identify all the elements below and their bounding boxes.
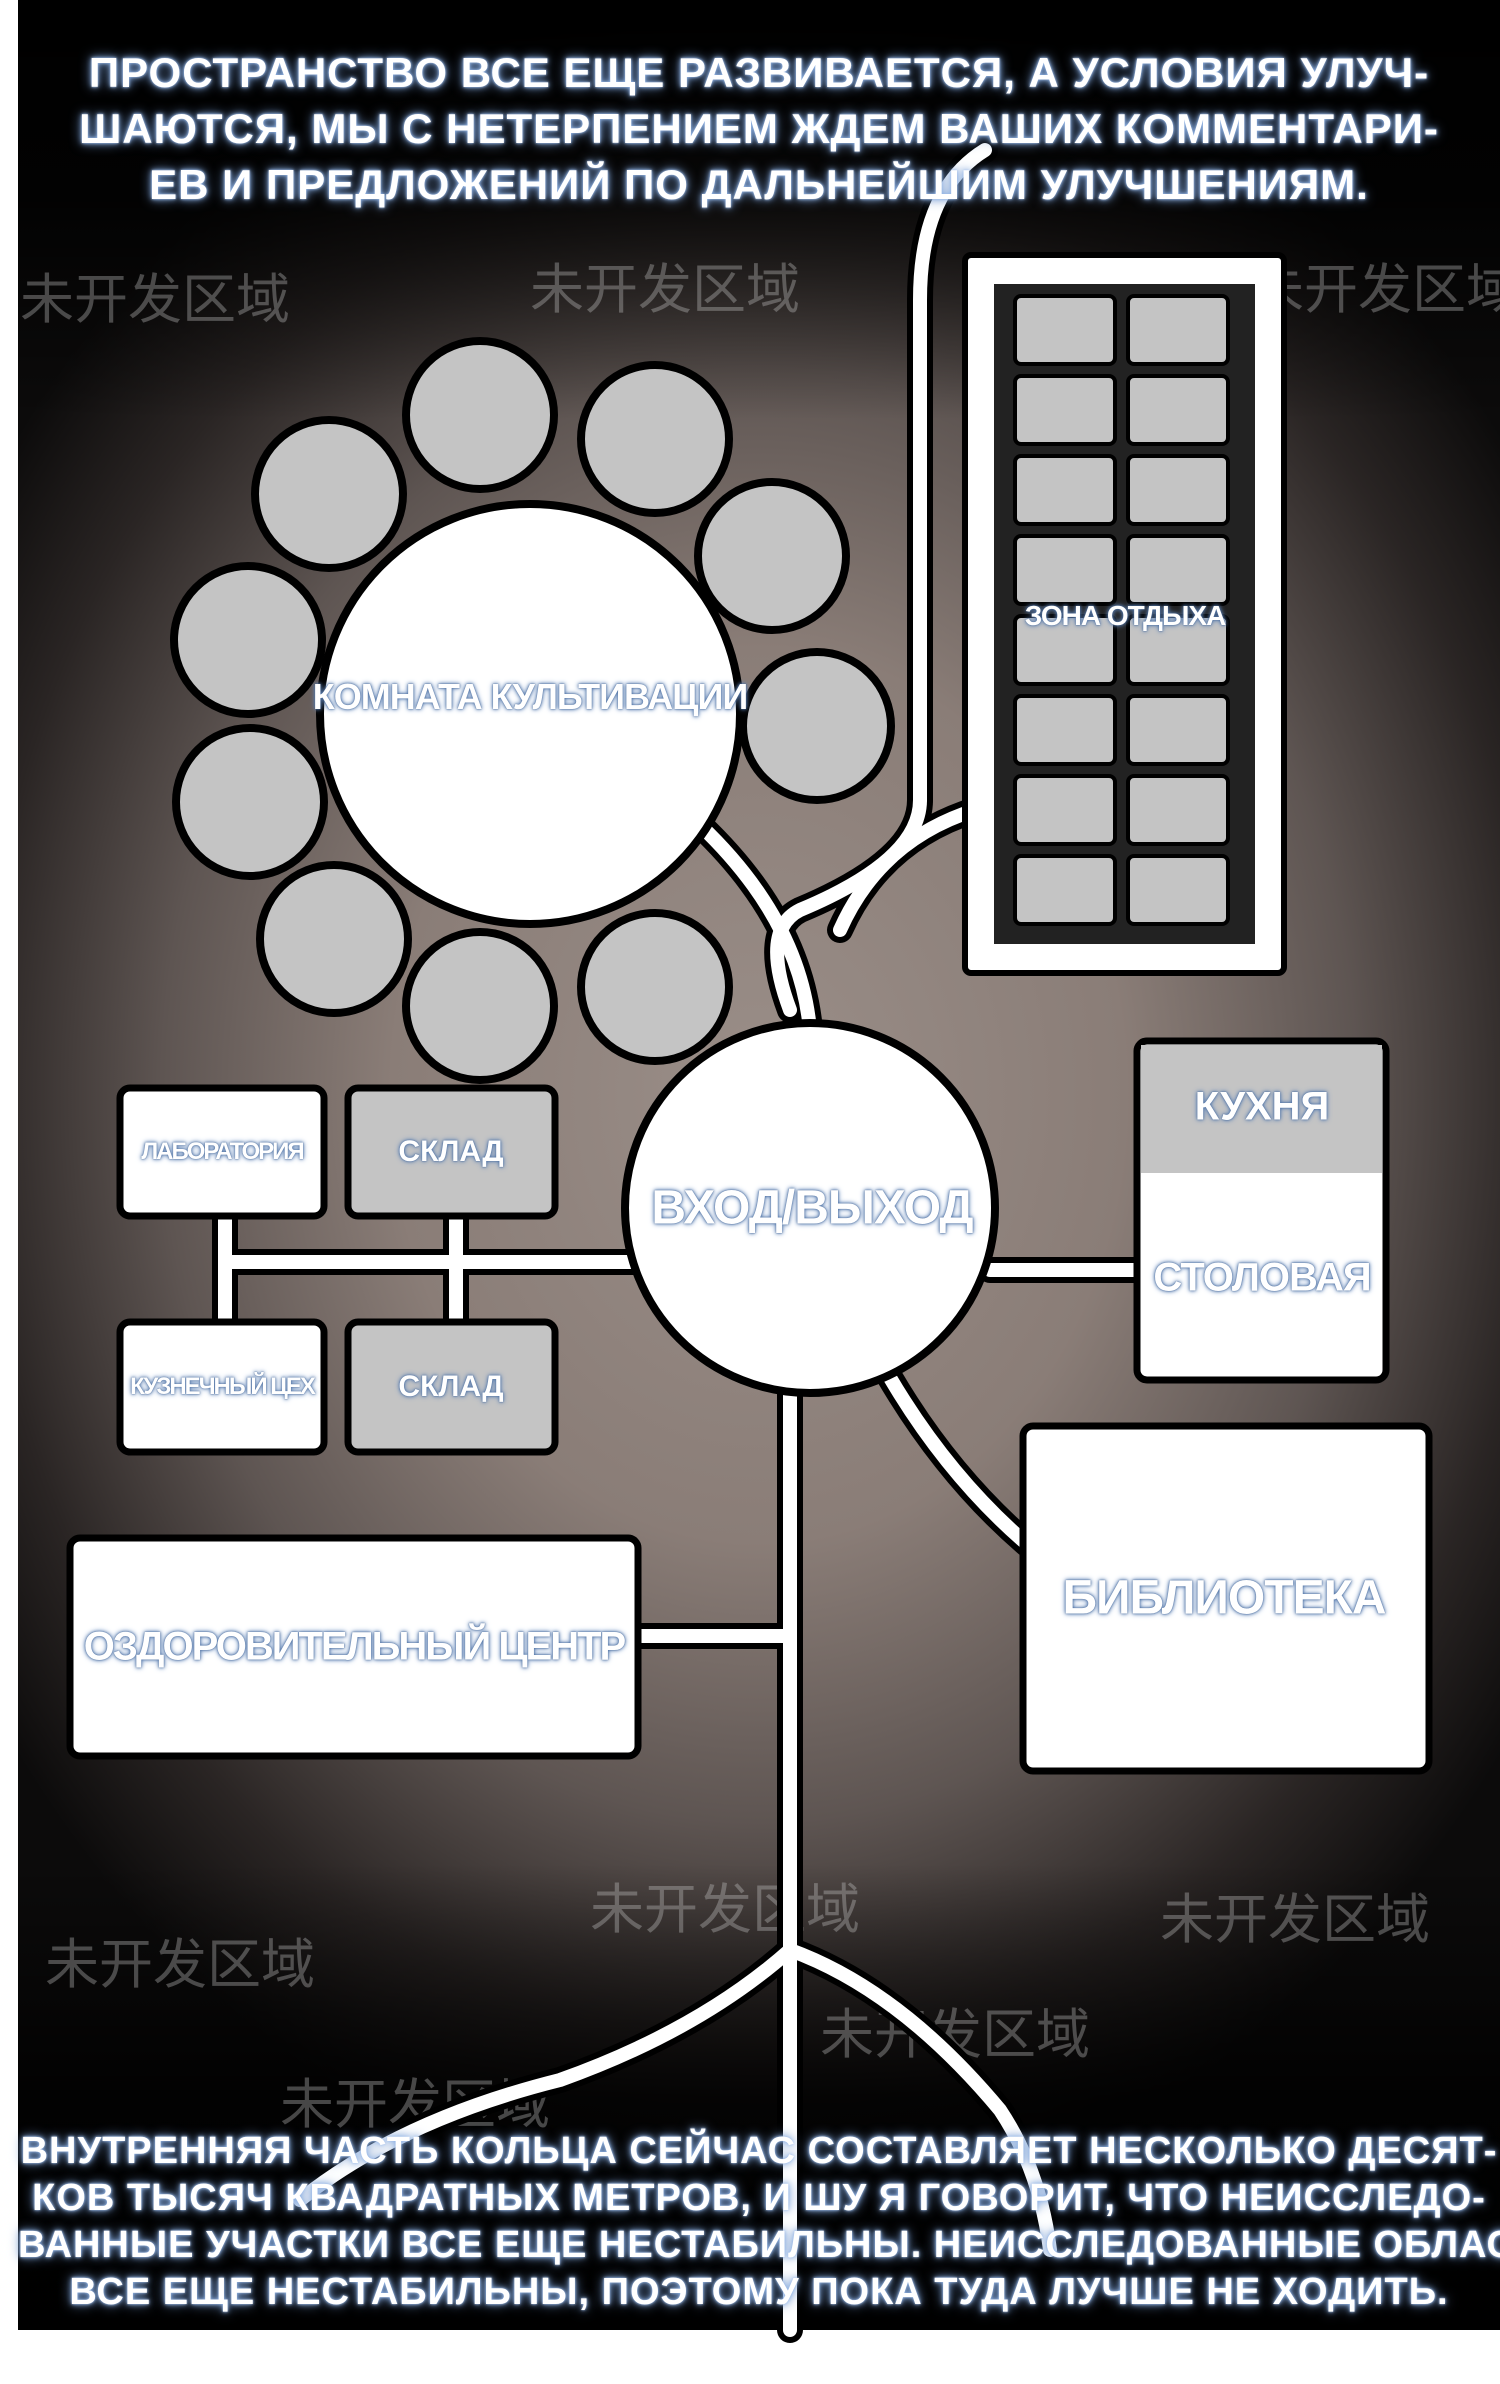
health-center-room bbox=[66, 1534, 642, 1760]
rest-zone-bed bbox=[1126, 454, 1230, 526]
forge-room bbox=[116, 1318, 328, 1456]
cultivation-cell bbox=[170, 562, 326, 718]
label-kitchen: КУХНЯ bbox=[1194, 1084, 1330, 1129]
rest-zone-bed bbox=[1013, 454, 1117, 526]
cultivation-cell bbox=[256, 861, 412, 1017]
road bbox=[293, 1943, 797, 2207]
road bbox=[693, 818, 817, 1037]
rest-zone-bed bbox=[1013, 694, 1117, 766]
watermark: 未开发区域 bbox=[45, 1933, 315, 1996]
watermark: 未开发区域 bbox=[590, 1878, 860, 1941]
kitchen-room bbox=[1141, 1045, 1382, 1173]
cultivation-cell bbox=[402, 337, 558, 493]
roads bbox=[212, 137, 1153, 2343]
rooms bbox=[66, 252, 1433, 1775]
label-health-center: ОЗДОРОВИТЕЛЬНЫЙ ЦЕНТР bbox=[83, 1624, 626, 1669]
caption-line: ПРОСТРАНСТВО ВСЕ ЕЩЕ РАЗВИВАЕТСЯ, А УСЛО… bbox=[88, 49, 1430, 96]
rest-zone-bed bbox=[1126, 534, 1230, 606]
cultivation-cell bbox=[172, 724, 328, 880]
rest-zone-bed bbox=[1126, 614, 1230, 686]
rest-zone-bed bbox=[1013, 774, 1117, 846]
rest-zone-bed bbox=[1013, 854, 1117, 926]
label-entrance: ВХОД/ВЫХОД bbox=[651, 1181, 973, 1235]
road bbox=[833, 803, 982, 937]
warehouse-room bbox=[344, 1084, 559, 1220]
road bbox=[770, 793, 927, 1017]
label-cultivation-room: КОМНАТА КУЛЬТИВАЦИИ bbox=[312, 676, 748, 717]
caption-line: ШАЮТСЯ, МЫ С НЕТЕРПЕНИЕМ ЖДЕМ ВАШИХ КОММ… bbox=[79, 105, 1439, 152]
caption-line: ЕВ И ПРЕДЛОЖЕНИЙ ПО ДАЛЬНЕЙШИМ УЛУЧШЕНИЯ… bbox=[149, 161, 1369, 208]
rest-zone-bed bbox=[1013, 374, 1117, 446]
caption-line: КОВ ТЫСЯЧ КВАДРАТНЫХ МЕТРОВ, И ШУ Я ГОВО… bbox=[32, 2177, 1486, 2219]
library-room bbox=[1019, 1422, 1433, 1775]
label-library: БИБЛИОТЕКА bbox=[1062, 1571, 1386, 1625]
label-warehouse-1: СКЛАД bbox=[398, 1135, 504, 1168]
label-forge: КУЗНЕЧНЫЙ ЦЕХ bbox=[130, 1373, 316, 1400]
rest-zone-bed bbox=[1013, 614, 1117, 686]
cultivation-cell bbox=[577, 361, 733, 517]
rest-zone-bed bbox=[1126, 294, 1230, 366]
cultivation-cell bbox=[402, 928, 558, 1084]
road bbox=[913, 143, 992, 807]
rest-zone-bed bbox=[1013, 294, 1117, 366]
watermark: 未开发区域 bbox=[1250, 258, 1500, 321]
label-dining: СТОЛОВАЯ bbox=[1153, 1255, 1371, 1300]
top-caption: ПРОСТРАНСТВО ВСЕ ЕЩЕ РАЗВИВАЕТСЯ, А УСЛО… bbox=[18, 52, 1500, 220]
label-warehouse-2: СКЛАД bbox=[398, 1370, 504, 1403]
entrance-circle bbox=[621, 1019, 999, 1397]
cultivation-cell bbox=[694, 478, 850, 634]
caption-line: ВСЕ ЕЩЕ НЕСТАБИЛЬНЫ, ПОЭТОМУ ПОКА ТУДА Л… bbox=[69, 2271, 1449, 2313]
warehouse-room bbox=[344, 1318, 559, 1456]
cultivation-cell bbox=[251, 416, 407, 572]
watermark: 未开发区域 bbox=[1160, 1888, 1430, 1951]
cultivation-cell bbox=[739, 648, 895, 804]
road bbox=[882, 1369, 1041, 1557]
caption-line: ВНУТРЕННЯЯ ЧАСТЬ КОЛЬЦА СЕЙЧАС СОСТАВЛЯЕ… bbox=[20, 2130, 1498, 2172]
laboratory-room bbox=[116, 1084, 328, 1220]
label-laboratory: ЛАБОРАТОРИЯ bbox=[141, 1138, 304, 1165]
bottom-caption: ВНУТРЕННЯЯ ЧАСТЬ КОЛЬЦА СЕЙЧАС СОСТАВЛЯЕ… bbox=[18, 2132, 1500, 2320]
rest-zone-bed bbox=[1013, 534, 1117, 606]
road bbox=[783, 1943, 1057, 2257]
watermark: 未开发区域 bbox=[530, 258, 800, 321]
rest-zone-bed bbox=[1126, 854, 1230, 926]
cultivation-room bbox=[316, 500, 744, 928]
rest-zone-bed bbox=[1126, 694, 1230, 766]
watermark: 未开发区域 bbox=[20, 268, 290, 331]
caption-line: ВАННЫЕ УЧАСТКИ ВСЕ ЕЩЕ НЕСТАБИЛЬНЫ. НЕИС… bbox=[18, 2224, 1500, 2266]
label-rest-zone: ЗОНА ОТДЫХА bbox=[1024, 600, 1227, 631]
cultivation-cell bbox=[577, 909, 733, 1065]
rest-zone-bed bbox=[1126, 774, 1230, 846]
rest-zone-bed bbox=[1126, 374, 1230, 446]
